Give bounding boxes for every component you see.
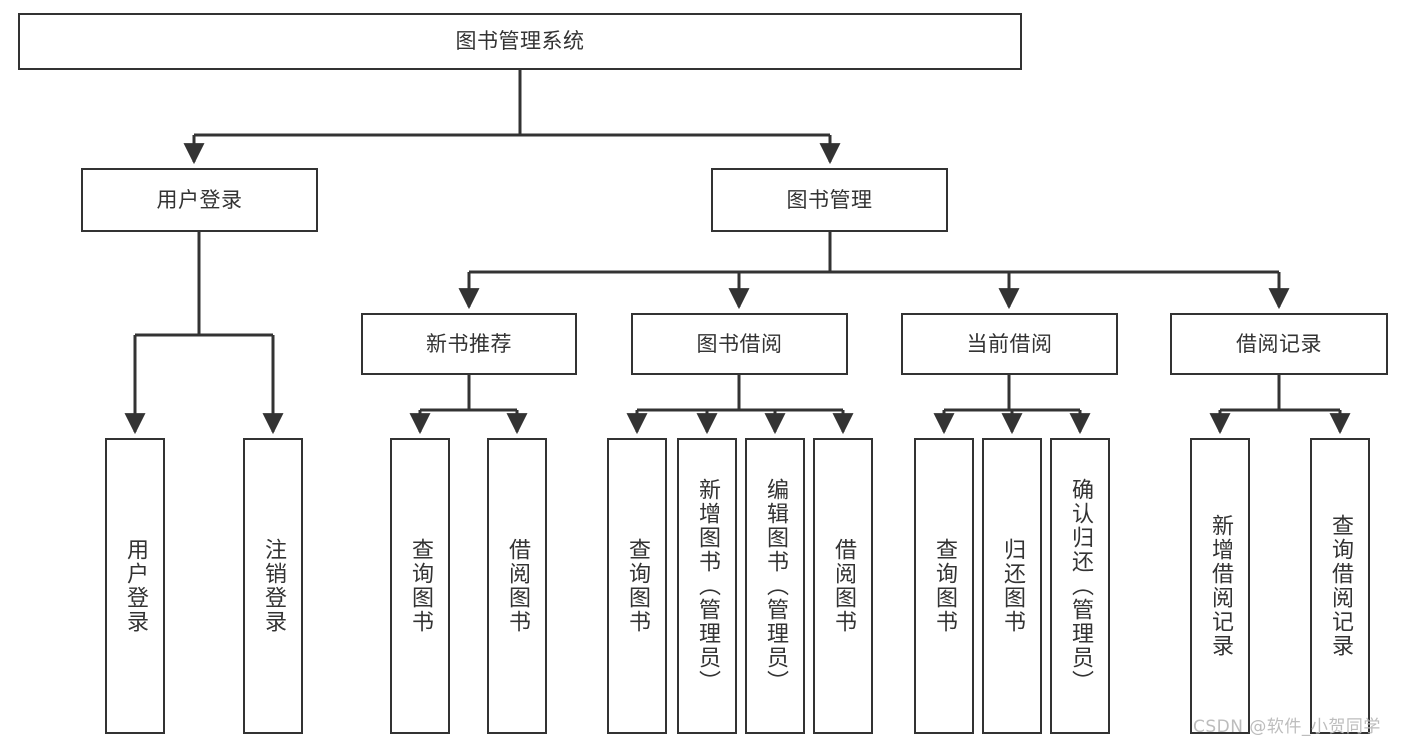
node-user-login[interactable]: 用户登录 <box>81 168 318 232</box>
leaf-current-confirm-return-admin-label: 确认归还（管理员） <box>1068 478 1093 694</box>
leaf-user-logout-label: 注销登录 <box>261 538 286 634</box>
leaf-user-login[interactable]: 用户登录 <box>105 438 165 734</box>
leaf-record-query-record-label: 查询借阅记录 <box>1328 514 1353 658</box>
csdn-watermark: CSDN @软件_小贺同学 <box>1193 717 1381 737</box>
leaf-newbook-borrow-book-label: 借阅图书 <box>505 538 530 634</box>
leaf-current-confirm-return-admin[interactable]: 确认归还（管理员） <box>1050 438 1110 734</box>
leaf-borrow-borrow-book-label: 借阅图书 <box>831 538 856 634</box>
leaf-record-add-record-label: 新增借阅记录 <box>1208 514 1233 658</box>
leaf-newbook-query-book[interactable]: 查询图书 <box>390 438 450 734</box>
leaf-borrow-query-book[interactable]: 查询图书 <box>607 438 667 734</box>
node-new-book-recommend[interactable]: 新书推荐 <box>361 313 577 375</box>
leaf-current-return-book[interactable]: 归还图书 <box>982 438 1042 734</box>
node-book-borrow-label: 图书借阅 <box>696 331 783 356</box>
leaf-newbook-query-book-label: 查询图书 <box>408 538 433 634</box>
node-user-login-label: 用户登录 <box>156 187 243 212</box>
leaf-record-query-record[interactable]: 查询借阅记录 <box>1310 438 1370 734</box>
node-book-management-label: 图书管理 <box>786 187 873 212</box>
node-borrow-record-label: 借阅记录 <box>1236 331 1322 356</box>
node-borrow-record[interactable]: 借阅记录 <box>1170 313 1388 375</box>
leaf-borrow-borrow-book[interactable]: 借阅图书 <box>813 438 873 734</box>
node-root[interactable]: 图书管理系统 <box>18 13 1022 70</box>
leaf-current-return-book-label: 归还图书 <box>1000 538 1025 634</box>
node-book-borrow[interactable]: 图书借阅 <box>631 313 848 375</box>
leaf-newbook-borrow-book[interactable]: 借阅图书 <box>487 438 547 734</box>
node-book-management[interactable]: 图书管理 <box>711 168 948 232</box>
leaf-borrow-add-book-admin[interactable]: 新增图书（管理员） <box>677 438 737 734</box>
leaf-record-add-record[interactable]: 新增借阅记录 <box>1190 438 1250 734</box>
node-current-borrow-label: 当前借阅 <box>966 331 1053 356</box>
leaf-current-query-book[interactable]: 查询图书 <box>914 438 974 734</box>
leaf-borrow-edit-book-admin-label: 编辑图书（管理员） <box>763 478 788 694</box>
leaf-borrow-query-book-label: 查询图书 <box>625 538 650 634</box>
leaf-borrow-add-book-admin-label: 新增图书（管理员） <box>695 478 720 694</box>
node-new-book-recommend-label: 新书推荐 <box>426 331 512 356</box>
node-current-borrow[interactable]: 当前借阅 <box>901 313 1118 375</box>
leaf-borrow-edit-book-admin[interactable]: 编辑图书（管理员） <box>745 438 805 734</box>
node-root-label: 图书管理系统 <box>455 29 585 54</box>
leaf-user-login-label: 用户登录 <box>123 538 148 634</box>
leaf-user-logout[interactable]: 注销登录 <box>243 438 303 734</box>
leaf-current-query-book-label: 查询图书 <box>932 538 957 634</box>
